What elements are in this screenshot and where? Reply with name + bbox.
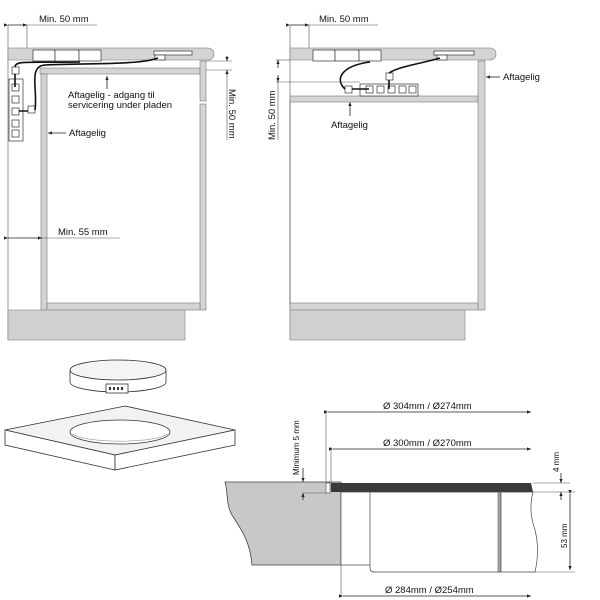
glass-diameter-label: Ø 300mm / Ø270mm xyxy=(383,438,472,449)
connector xyxy=(154,54,166,61)
left-side-height-label: Min. 50 mm xyxy=(226,89,237,139)
hob-top xyxy=(69,359,167,381)
hob-block xyxy=(32,49,56,62)
right-side-panel-top xyxy=(199,60,207,102)
body-height-label: 53 mm xyxy=(560,523,569,548)
left-side-panel xyxy=(40,73,48,311)
right-side-height-label: Min. 50 mm xyxy=(267,90,278,140)
control-box xyxy=(153,50,193,56)
cutout-hole xyxy=(69,419,171,445)
top-rail xyxy=(39,67,201,75)
right-top-clearance-label: Min. 50 mm xyxy=(319,14,369,25)
cable xyxy=(19,57,159,112)
left-top-clearance-label: Min. 50 mm xyxy=(39,14,89,25)
wall-clearance-label: Min. 55 mm xyxy=(58,227,108,238)
right-side-panel xyxy=(477,60,486,311)
glass-thickness-label: 4 mm xyxy=(552,452,561,472)
glass-plate xyxy=(331,483,533,492)
hob-body-section xyxy=(369,491,501,573)
hob-block xyxy=(54,49,80,62)
right-cabinet-drawing: Min. 50 mm Min. 50 mm Aftagelig Aftageli… xyxy=(267,14,540,341)
plinth xyxy=(7,309,186,341)
control-box xyxy=(433,50,475,56)
removable-side-label: Aftagelig xyxy=(69,128,106,139)
removable-right-label: Aftagelig xyxy=(503,72,540,83)
right-side-panel xyxy=(199,103,207,311)
removable-access-label-2: servicering under pladen xyxy=(68,100,172,111)
min-gap-label: Minimum 5 mm xyxy=(292,420,301,475)
countertop-section xyxy=(224,481,342,566)
left-cabinet-drawing: Min. 50 mm Min. 50 mm Aftagelig - adgang… xyxy=(4,14,237,341)
bottom-panel xyxy=(46,302,201,311)
cutout-diameter-label: Ø 284mm / Ø254mm xyxy=(385,585,474,596)
isometric-hob-drawing xyxy=(4,359,236,471)
hob-block xyxy=(78,49,102,62)
removable-access-label-1: Aftagelig - adgang til xyxy=(68,90,155,101)
plinth xyxy=(289,309,466,341)
removable-shelf-label: Aftagelig xyxy=(331,120,368,131)
cable xyxy=(14,61,81,87)
cable xyxy=(339,57,441,90)
top-rail xyxy=(289,95,479,103)
bottom-panel xyxy=(289,302,479,311)
outer-diameter-label: Ø 304mm / Ø274mm xyxy=(383,401,472,412)
cross-section-drawing: Ø 304mm / Ø274mm Ø 300mm / Ø270mm Minimu… xyxy=(224,401,575,598)
